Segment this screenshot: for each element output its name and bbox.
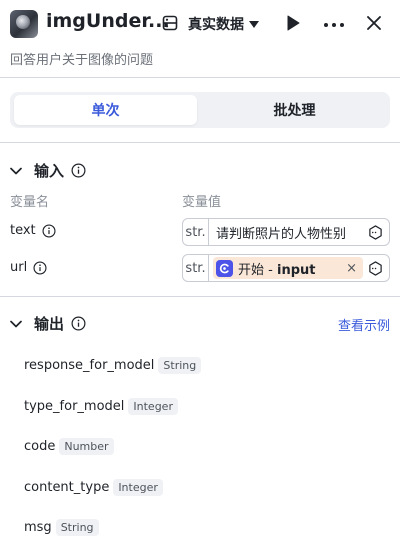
output-field-type: Number bbox=[59, 438, 114, 455]
output-field: type_for_model Integer bbox=[24, 398, 178, 415]
output-field-name: code bbox=[24, 439, 56, 454]
panel-header: imgUnder... 真实数据 bbox=[0, 0, 400, 48]
output-field: content_type Integer bbox=[24, 479, 163, 496]
input-section-title: 输入 bbox=[34, 162, 65, 180]
output-field: response_for_model String bbox=[24, 357, 202, 374]
caret-down-icon bbox=[249, 20, 259, 28]
database-icon[interactable] bbox=[162, 15, 178, 31]
column-header-value: 变量值 bbox=[182, 195, 222, 210]
app-description: 回答用户关于图像的问题 bbox=[10, 53, 154, 68]
remove-reference-button[interactable]: × bbox=[346, 260, 357, 276]
type-tag: str. bbox=[183, 219, 209, 245]
variable-reference-chip[interactable]: 开始 - input × bbox=[213, 257, 363, 279]
tab-single[interactable]: 单次 bbox=[14, 95, 197, 125]
output-field-type: Integer bbox=[113, 479, 163, 496]
play-icon[interactable] bbox=[285, 14, 301, 32]
output-section-header[interactable]: 输出 bbox=[10, 313, 86, 334]
tabs-divider bbox=[0, 142, 400, 143]
output-field-name: msg bbox=[24, 520, 52, 535]
app-title: imgUnder... bbox=[46, 10, 170, 32]
info-icon[interactable] bbox=[71, 316, 86, 331]
param-label-url: url bbox=[10, 260, 47, 275]
param-name: url bbox=[10, 260, 28, 275]
param-label-text: text bbox=[10, 223, 56, 238]
output-field-name: content_type bbox=[24, 480, 110, 495]
info-icon[interactable] bbox=[33, 260, 47, 275]
param-value-field-url[interactable]: str. 开始 - input × bbox=[182, 254, 390, 282]
chevron-down-icon bbox=[10, 167, 22, 174]
input-section-header[interactable]: 输入 bbox=[10, 160, 86, 181]
output-field-type: String bbox=[55, 519, 99, 536]
close-icon[interactable] bbox=[366, 15, 382, 31]
section-divider bbox=[0, 296, 400, 297]
app-thumbnail bbox=[10, 10, 38, 38]
view-example-link[interactable]: 查看示例 bbox=[337, 319, 390, 334]
more-icon[interactable] bbox=[323, 22, 345, 28]
column-header-name: 变量名 bbox=[10, 195, 50, 210]
info-icon[interactable] bbox=[71, 163, 86, 178]
output-field-name: type_for_model bbox=[24, 399, 125, 414]
run-mode-tabs: 单次 批处理 bbox=[10, 92, 390, 128]
param-value-text[interactable]: 请判断照片的人物性别 bbox=[216, 226, 347, 242]
output-field-name: response_for_model bbox=[24, 358, 155, 373]
header-divider bbox=[0, 77, 400, 78]
info-icon[interactable] bbox=[42, 223, 56, 238]
start-node-icon bbox=[216, 259, 233, 277]
chevron-down-icon bbox=[10, 320, 22, 327]
output-field: code Number bbox=[24, 438, 114, 455]
output-field: msg String bbox=[24, 519, 99, 536]
output-field-type: Integer bbox=[128, 398, 178, 415]
data-mode-select[interactable]: 真实数据 bbox=[188, 14, 259, 34]
output-field-type: String bbox=[158, 357, 202, 374]
type-tag: str. bbox=[183, 255, 209, 281]
variable-picker-icon[interactable] bbox=[368, 225, 383, 240]
data-mode-label: 真实数据 bbox=[188, 17, 244, 33]
param-value-field-text[interactable]: str. 请判断照片的人物性别 bbox=[182, 218, 390, 246]
tab-batch[interactable]: 批处理 bbox=[273, 103, 316, 119]
output-section-title: 输出 bbox=[34, 315, 65, 333]
param-name: text bbox=[10, 223, 36, 238]
reference-label: 开始 - input bbox=[238, 262, 316, 278]
variable-picker-icon[interactable] bbox=[368, 261, 383, 276]
